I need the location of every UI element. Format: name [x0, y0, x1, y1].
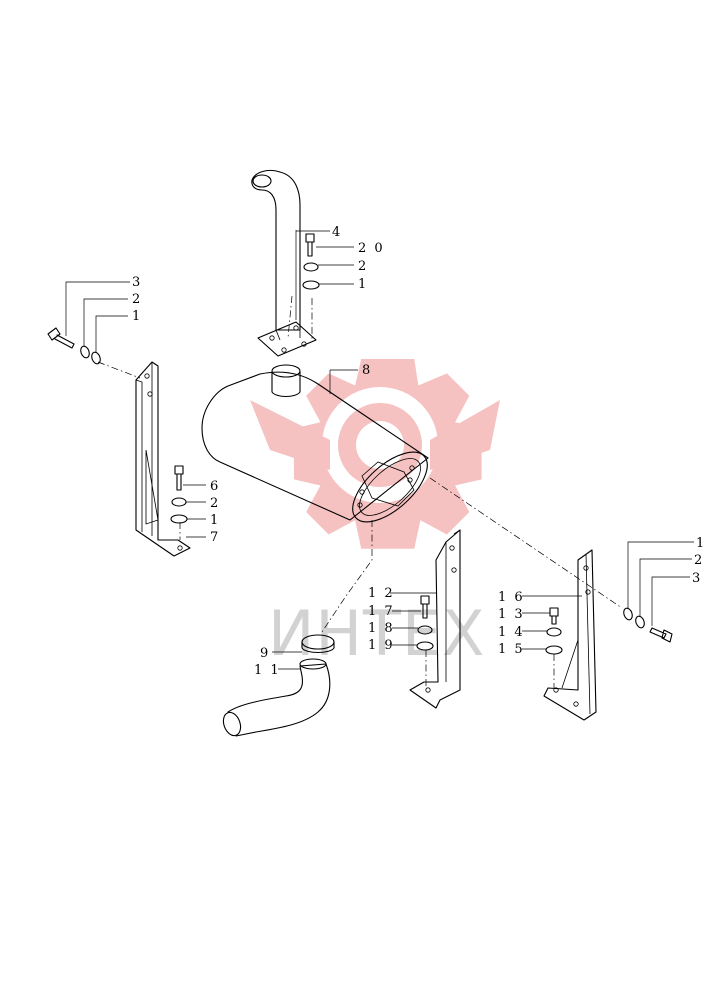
- callout-1: 1: [132, 309, 142, 324]
- callout-6: 6: [210, 479, 220, 494]
- callout-9: 9: [260, 646, 270, 661]
- callout-19: 1 9: [368, 638, 395, 653]
- hose: [222, 658, 331, 737]
- fasteners-left: [47, 327, 101, 365]
- callout-17: 1 7: [368, 604, 395, 619]
- callout-13: 1 3: [498, 607, 525, 622]
- callout-7: 7: [210, 530, 220, 545]
- fasteners-left-bracket: [170, 465, 188, 524]
- muffler: [201, 364, 429, 523]
- callout-1: 1: [358, 277, 368, 292]
- watermark-gear-logo: [250, 359, 500, 549]
- center-bracket: [409, 529, 461, 709]
- exhaust-pipe: [251, 169, 317, 357]
- callout-2: 2: [210, 496, 220, 511]
- right-bracket: [543, 549, 597, 721]
- leader-lines: [65, 230, 694, 670]
- callout-2: 2: [694, 553, 704, 568]
- callout-14: 1 4: [498, 625, 525, 640]
- left-bracket: [135, 361, 191, 557]
- callout-1: 1: [210, 513, 220, 528]
- callout-1: 1: [696, 536, 706, 551]
- callout-3: 3: [132, 275, 142, 290]
- fasteners-center-bracket: [416, 595, 434, 651]
- callout-11: 1 1: [254, 663, 281, 678]
- callout-18: 1 8: [368, 621, 395, 636]
- callout-labels: 4 2 0 2 1 8 3 2 1 6 2 1 7 1 2 1 7 1 8 1 …: [132, 225, 706, 678]
- callout-16: 1 6: [498, 590, 525, 605]
- callout-20: 2 0: [358, 241, 385, 256]
- fasteners-right: [623, 607, 673, 643]
- callout-2: 2: [358, 259, 368, 274]
- callout-2: 2: [132, 292, 142, 307]
- callout-12: 1 2: [368, 586, 395, 601]
- callout-15: 1 5: [498, 642, 525, 657]
- fasteners-right-bracket: [545, 607, 563, 655]
- callout-8: 8: [362, 363, 372, 378]
- assembly-centerlines: [97, 295, 623, 690]
- hose-clamp: [301, 634, 335, 654]
- callout-3: 3: [692, 571, 702, 586]
- callout-4: 4: [332, 225, 342, 240]
- watermark-text: ИНТЕХ: [268, 597, 486, 670]
- fasteners-top: [302, 233, 320, 290]
